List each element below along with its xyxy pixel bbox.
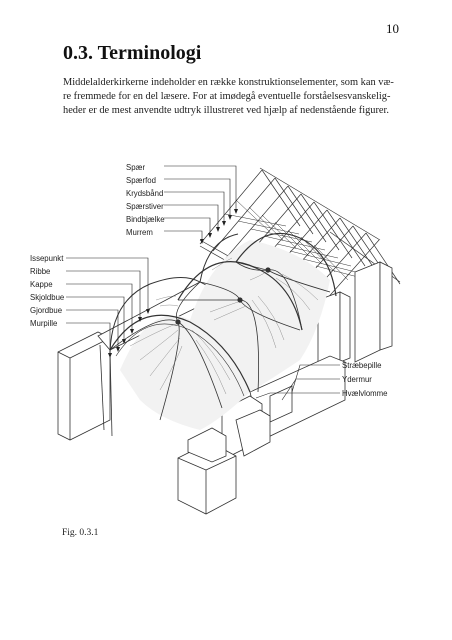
label-murrem: Murrem bbox=[126, 228, 153, 237]
section-heading: 0.3. Terminologi bbox=[63, 42, 202, 64]
label-ribbe: Ribbe bbox=[30, 267, 50, 276]
vault-drawing bbox=[99, 232, 337, 437]
label-haelvlomme: Hvælvlomme bbox=[342, 389, 388, 398]
figure-caption: Fig. 0.3.1 bbox=[62, 528, 99, 538]
label-spaer: Spær bbox=[126, 163, 145, 172]
intro-line: heder er de mest anvendte udtryk illustr… bbox=[63, 105, 390, 116]
intro-line: Middelalderkirkerne indeholder en række … bbox=[63, 77, 394, 88]
label-issepunkt: Issepunkt bbox=[30, 254, 64, 263]
figure-labels: Spær Spærfod Krydsbånd Spærstiver Bindbj… bbox=[30, 163, 388, 398]
intro-paragraph: Middelalderkirkerne indeholder en række … bbox=[63, 76, 394, 118]
label-bindbjaelke: Bindbjælke bbox=[126, 215, 165, 224]
intro-line: re fremmede for en del læsere. For at im… bbox=[63, 91, 391, 102]
label-krydsbaand: Krydsbånd bbox=[126, 189, 163, 198]
label-gjordbue: Gjordbue bbox=[30, 306, 62, 315]
label-skjoldbue: Skjoldbue bbox=[30, 293, 64, 302]
label-straebepille: Stræbepille bbox=[342, 361, 381, 370]
label-spaerfod: Spærfod bbox=[126, 176, 156, 185]
label-kappe: Kappe bbox=[30, 280, 53, 289]
label-spaerstiver: Spærstiver bbox=[126, 202, 164, 211]
leader-lines bbox=[66, 165, 340, 401]
page-number: 10 bbox=[386, 21, 399, 36]
leader-arrowheads bbox=[108, 209, 238, 358]
label-ydermur: Ydermur bbox=[342, 375, 372, 384]
label-murpille: Murpille bbox=[30, 319, 57, 328]
